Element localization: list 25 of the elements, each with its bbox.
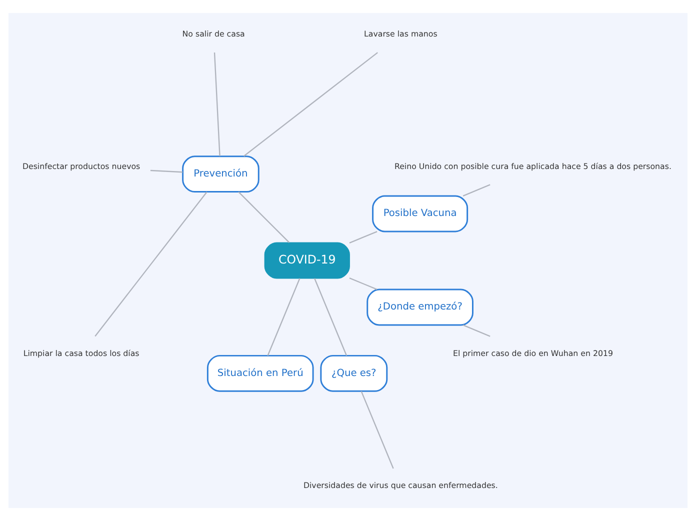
connector [360,390,394,468]
node-box: ¿Donde empezó? [366,288,474,326]
connector [244,52,378,156]
node-text: No salir de casa [182,29,245,38]
node-box: COVID-19 [264,242,350,278]
connector [462,184,490,196]
node-box: Situación en Perú [206,354,314,392]
connector [314,278,348,356]
connector [94,191,208,336]
connector [267,278,300,356]
node-text: Diversidades de virus que causan enfermedades. [303,480,498,490]
connector [349,277,378,290]
connector [238,191,290,243]
node-box: Prevención [182,155,260,192]
node-text: El primer caso de dio en Wuhan en 2019 [452,348,613,358]
node-text: Reino Unido con posible cura fue aplicada hace 5 días a dos personas. [394,161,672,170]
node-box: Posible Vacuna [372,194,468,232]
connector [349,230,378,243]
node-box: ¿Que es? [320,354,388,392]
connector [462,324,490,336]
connector [214,52,220,156]
node-text: Limpiar la casa todos los días [23,348,140,358]
node-text: Desinfectar productos nuevos [22,161,140,170]
connector [150,169,183,172]
node-text: Lavarse las manos [364,29,438,38]
